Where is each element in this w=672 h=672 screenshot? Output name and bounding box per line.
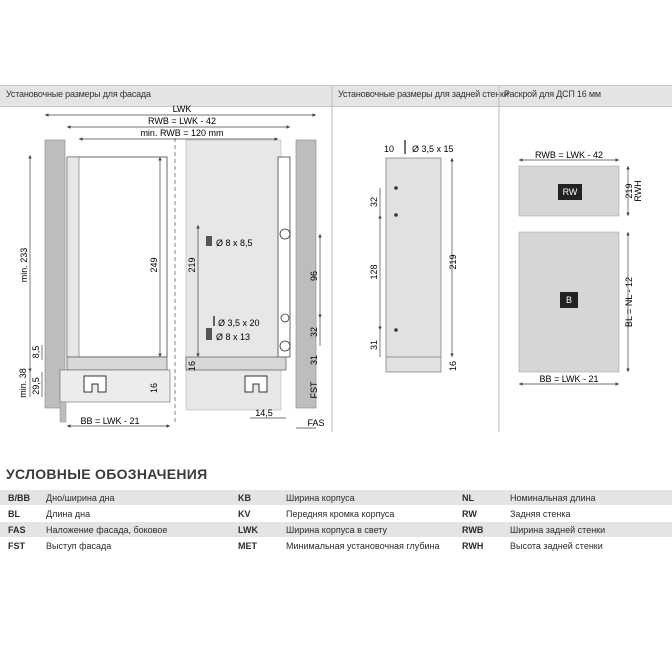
back-hole-3 [394,328,398,332]
left-panel-foot [59,401,67,423]
legend-desc: Ширина корпуса в свету [286,525,388,535]
b-label: B [566,295,572,305]
d295-label: 29,5 [31,377,41,395]
legend-desc: Высота задней стенки [510,541,603,551]
back-d219-label: 219 [448,254,458,269]
hole-8x8-5 [279,228,291,240]
right-drawer-side [277,156,291,358]
back-hole-1 [394,186,398,190]
hole3-label: Ø 8 x 13 [216,332,250,342]
right-runner-profile [244,375,268,393]
back-wall-panel [385,157,442,373]
back-d16-label: 16 [448,361,458,371]
rwb-label: RWB = LWK - 42 [148,116,216,126]
legend-desc: Задняя стенка [510,509,571,519]
d96-label: 96 [309,271,319,281]
back-d10-label: 10 [384,144,394,154]
left-drawer-bottom [66,356,168,371]
legend-code: LWK [238,525,258,535]
legend-row: FST Выступ фасада MET Минимальная устано… [0,538,672,553]
dowel-icon-1 [206,236,212,246]
d16b-label: 16 [187,361,197,371]
legend-code: RW [462,509,477,519]
b-tag [560,292,578,308]
bb-label: BB = LWK - 21 [80,416,139,426]
cut-rwb-label: RWB = LWK - 42 [535,150,603,160]
left-drawer-rail [66,156,80,358]
legend-code: KB [238,493,251,503]
lwk-label: LWK [173,104,192,114]
legend-code: RWH [462,541,484,551]
legend-desc: Номинальная длина [510,493,596,503]
right-cabinet-panel [295,139,317,409]
left-cabinet-panel [44,139,66,409]
fas-label: FAS [307,418,324,428]
left-drawer-side [66,156,168,358]
legend-code: BL [8,509,20,519]
bl-label: BL = NL - 12 [624,277,634,327]
d145-label: 14,5 [255,408,273,418]
header-back-wall: Установочные размеры для задней стенки [338,89,509,99]
legend-row: BL Длина дна KV Передняя кромка корпуса … [0,506,672,521]
back-screw-label: Ø 3,5 x 15 [412,144,454,154]
rw-label: RW [563,187,578,197]
fst-label: FST [309,381,319,399]
header-bar [0,85,672,107]
legend-code: RWB [462,525,484,535]
back-d32-label: 32 [369,197,379,207]
legend-code: NL [462,493,474,503]
d16a-label: 16 [149,383,159,393]
hole1-label: Ø 8 x 8,5 [216,238,253,248]
dowel-icon-2 [206,328,212,340]
back-d128-label: 128 [369,264,379,279]
legend-desc: Выступ фасада [46,541,112,551]
cut-bb-label: BB = LWK - 21 [539,374,598,384]
back-d31-label: 31 [369,340,379,350]
legend-desc: Передняя кромка корпуса [286,509,395,519]
d31-label: 31 [309,355,319,365]
rwh-label: RWH [633,180,643,201]
hole-8x13 [279,340,291,352]
hole2-label: Ø 3,5 x 20 [218,318,260,328]
legend-code: KV [238,509,251,519]
d32-label: 32 [309,327,319,337]
legend-code: FAS [8,525,26,535]
left-runner-profile [83,375,107,393]
hole-3-5x20 [280,313,290,323]
legend-desc: Ширина задней стенки [510,525,606,535]
legend-desc: Дно/ширина дна [46,493,115,503]
min-rwb-label: min. RWB = 120 mm [140,128,223,138]
header-facade: Установочные размеры для фасада [6,89,151,99]
back-hole-2 [394,213,398,217]
cut-d219-label: 219 [624,183,634,198]
d249-label: 249 [149,257,159,272]
d219-label: 219 [187,257,197,272]
min38-label: min. 38 [18,368,28,398]
rw-tag [558,184,582,200]
header-cutting: Раскрой для ДСП 16 мм [504,89,601,99]
legend-desc: Ширина корпуса [286,493,355,503]
legend-row: FAS Наложение фасада, боковое LWK Ширина… [0,522,672,537]
min233-label: min. 233 [19,248,29,283]
left-runner-area [59,369,171,403]
legend-desc: Наложение фасада, боковое [46,525,168,535]
legend-code: B/BB [8,493,30,503]
legend-desc: Длина дна [46,509,91,519]
legend-title: УСЛОВНЫЕ ОБОЗНАЧЕНИЯ [6,466,208,482]
right-drawer-bottom [185,356,287,371]
legend-desc: Минимальная установочная глубина [286,541,440,551]
legend-row: B/BB Дно/ширина дна KB Ширина корпуса NL… [0,490,672,505]
legend-code: FST [8,541,25,551]
legend-code: MET [238,541,257,551]
d85-label: 8,5 [31,346,41,359]
